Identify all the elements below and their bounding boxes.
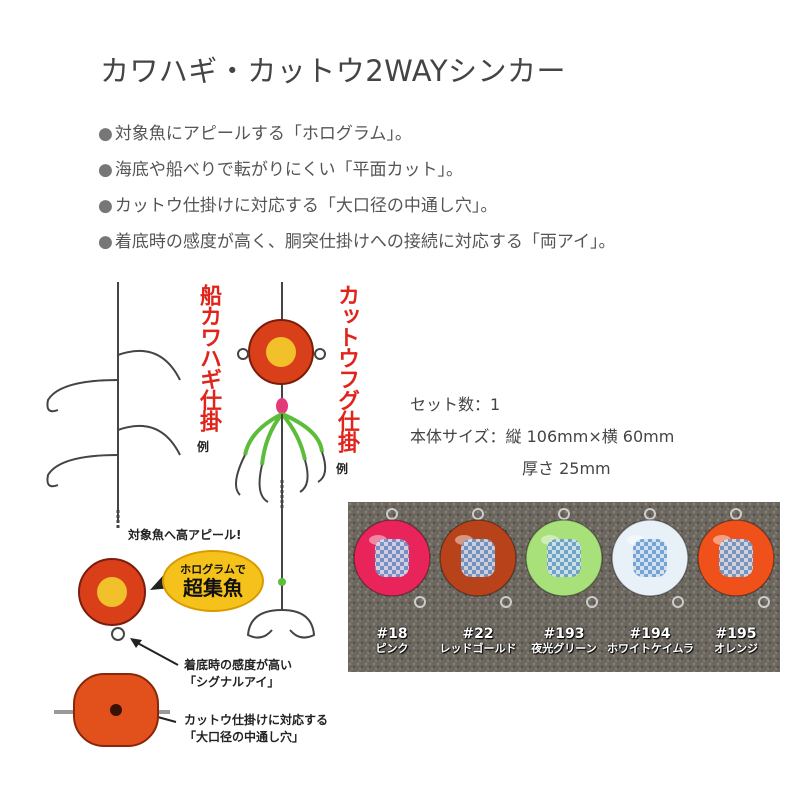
hole-callout: カットウ仕掛けに対応する 「大口径の中通し穴」 [184,713,329,744]
lineup-sinker [439,508,517,608]
rig-diagram-art [46,282,327,747]
lineup-number: #22 [462,626,494,642]
rig-left-title: 船カワハギ仕掛 [196,284,221,431]
feature-item: ●着底時の感度が高く、胴突仕掛けへの接続に対応する「両アイ」。 [98,232,616,252]
feature-item: ●対象魚にアピールする「ホログラム」。 [98,124,412,144]
lineup-color-name: レッドゴールド [439,642,517,655]
lineup-sinker [353,508,431,608]
lineup-number: #18 [376,626,408,642]
bullet-icon: ● [98,124,113,144]
product-title: カワハギ・カットウ2WAYシンカー [100,54,567,88]
thickness: 厚さ 25mm [522,459,611,478]
feature-item: ●海底や船べりで転がりにくい「平面カット」。 [98,160,464,180]
color-lineup-art [348,502,780,672]
badge-line1: ホログラムで [180,563,246,576]
rig-right-title: カットウフグ仕掛 [334,284,359,452]
lineup-number: #195 [715,626,757,642]
lineup-color-name: ホワイトケイムラ [607,642,695,655]
lineup-color-name: ピンク [375,642,409,655]
hologram-badge: ホログラムで 超集魚 [162,550,264,612]
bullet-icon: ● [98,160,113,180]
feature-list: ●対象魚にアピールする「ホログラム」。 ●海底や船べりで転がりにくい「平面カット… [98,120,616,264]
bullet-icon: ● [98,196,113,216]
body-size: 本体サイズ：縦 106mm×横 60mm [410,427,675,446]
lineup-sinker [525,508,603,608]
lineup-color-name: 夜光グリーン [531,642,597,655]
lineup-number: #193 [543,626,585,642]
badge-line2: 超集魚 [183,576,243,600]
lineup-color-name: オレンジ [714,642,758,655]
rig-right-example: 例 [336,462,349,476]
feature-item: ●カットウ仕掛けに対応する「大口径の中通し穴」。 [98,196,498,216]
appeal-text: 対象魚へ高アピール! [128,528,242,542]
spec-block: セット数：1 本体サイズ：縦 106mm×横 60mm 厚さ 25mm [410,392,674,488]
lineup-number: #194 [629,626,671,642]
set-count: セット数：1 [410,395,501,414]
signal-eye-callout: 着底時の感度が高い 「シグナルアイ」 [184,658,293,689]
bullet-icon: ● [98,232,113,252]
lineup-sinker [611,508,689,608]
rig-diagram: 船カワハギ仕掛 例 カットウフグ仕掛 例 対象魚へ高アピール! ホログラムで 超… [0,270,360,800]
rig-left-example: 例 [197,440,210,454]
lineup-sinker [697,508,775,608]
